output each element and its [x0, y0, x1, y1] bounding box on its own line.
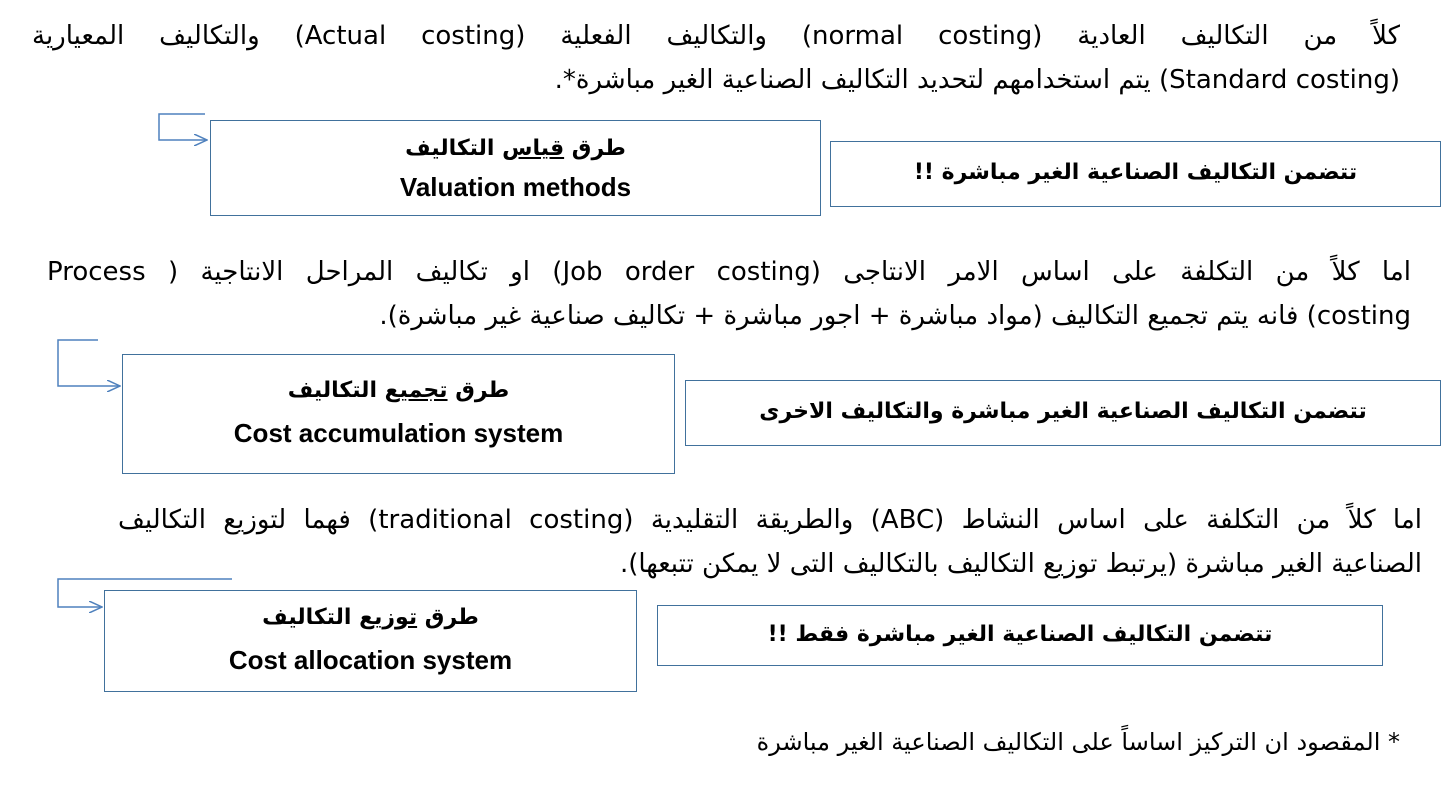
- method-key-word: تجميع: [384, 378, 448, 403]
- footnote: * المقصود ان التركيز اساساً على التكاليف…: [756, 728, 1400, 756]
- cost-accumulation-english: Cost accumulation system: [233, 418, 564, 448]
- valuation-methods-english: Valuation methods: [399, 172, 632, 202]
- cost-accumulation-note: تتضمن التكاليف الصناعية الغير مباشرة وال…: [685, 380, 1441, 446]
- method-suffix: التكاليف: [287, 378, 377, 403]
- paragraph-3: اما كلاً من التكلفة على اساس النشاط (ABC…: [118, 498, 1422, 586]
- method-suffix: التكاليف: [262, 605, 352, 630]
- cost-accumulation-note-text: تتضمن التكاليف الصناعية الغير مباشرة وال…: [759, 399, 1367, 424]
- method-key-word: توزيع: [359, 605, 418, 630]
- cost-allocation-arabic: طرق توزيع التكاليف: [105, 599, 636, 637]
- arrow-3: [57, 578, 232, 607]
- paragraph-2-line-2: costing) فانه يتم تجميع التكاليف (مواد م…: [379, 301, 1411, 331]
- paragraph-2-line-1: اما كلاً من التكلفة على اساس الامر الانت…: [47, 257, 1411, 287]
- cost-accumulation-arabic: طرق تجميع التكاليف: [123, 371, 674, 411]
- valuation-methods-arabic: طرق قياس التكاليف: [211, 131, 820, 167]
- paragraph-1-line-1: كلاً من التكاليف العادية (normal costing…: [32, 21, 1400, 51]
- valuation-methods-note-text: تتضمن التكاليف الصناعية الغير مباشرة !!: [913, 160, 1358, 185]
- paragraph-2: اما كلاً من التكلفة على اساس الامر الانت…: [47, 250, 1411, 338]
- cost-allocation-box: طرق توزيع التكاليف Cost allocation syste…: [104, 590, 637, 692]
- valuation-methods-box: طرق قياس التكاليف Valuation methods: [210, 120, 821, 216]
- method-key-word: قياس: [502, 136, 565, 161]
- valuation-methods-note: تتضمن التكاليف الصناعية الغير مباشرة !!: [830, 141, 1441, 207]
- arrow-2: [57, 339, 120, 386]
- method-prefix: طرق: [424, 605, 479, 630]
- cost-allocation-english: Cost allocation system: [228, 645, 513, 675]
- cost-allocation-note-text: تتضمن التكاليف الصناعية الغير مباشرة فقط…: [767, 622, 1273, 647]
- paragraph-1-line-2: (Standard costing) يتم استخدامهم لتحديد …: [554, 65, 1400, 95]
- cost-accumulation-box: طرق تجميع التكاليف Cost accumulation sys…: [122, 354, 675, 474]
- arrow-1: [158, 113, 207, 140]
- method-prefix: طرق: [571, 136, 626, 161]
- paragraph-3-line-2: الصناعية الغير مباشرة (يرتبط توزيع التكا…: [619, 549, 1422, 579]
- paragraph-3-line-1: اما كلاً من التكلفة على اساس النشاط (ABC…: [118, 505, 1422, 535]
- method-prefix: طرق: [455, 378, 510, 403]
- paragraph-1: كلاً من التكاليف العادية (normal costing…: [32, 14, 1400, 102]
- cost-allocation-note: تتضمن التكاليف الصناعية الغير مباشرة فقط…: [657, 605, 1383, 666]
- method-suffix: التكاليف: [405, 136, 495, 161]
